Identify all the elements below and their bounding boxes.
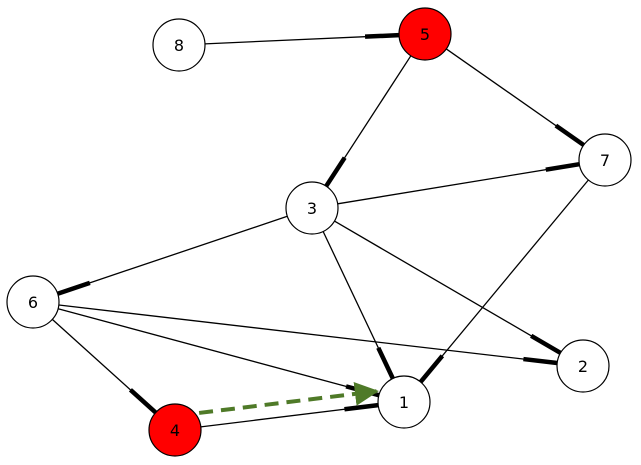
node-label: 3	[307, 199, 317, 218]
edge-3-7	[337, 161, 580, 205]
node-2[interactable]: 2	[556, 339, 610, 393]
edge-endpoint-marker	[418, 354, 445, 384]
edge-5-7	[445, 48, 585, 147]
nodes-layer: 1 2 3 4 5 6 7 8	[6, 7, 632, 457]
node-3[interactable]: 3	[285, 181, 339, 235]
node-label: 2	[578, 357, 588, 376]
edge-endpoint-marker	[344, 402, 379, 412]
edge-endpoint-marker	[554, 123, 585, 147]
edge-endpoint-marker	[376, 346, 395, 380]
edge-endpoint-marker	[523, 356, 558, 366]
node-8[interactable]: 8	[152, 18, 206, 72]
edge-7-1	[418, 179, 589, 384]
edge-endpoint-marker	[530, 333, 562, 355]
node-circle	[556, 339, 610, 393]
edges-layer	[51, 32, 589, 428]
edge-endpoint-marker	[364, 32, 400, 39]
node-6[interactable]: 6	[6, 275, 60, 329]
node-circle	[398, 7, 452, 61]
node-label: 5	[420, 25, 430, 44]
edge-6-1	[57, 308, 380, 398]
node-label: 4	[170, 421, 180, 440]
node-7[interactable]: 7	[578, 133, 632, 187]
node-label: 7	[600, 151, 610, 170]
node-5[interactable]: 5	[398, 7, 452, 61]
node-circle	[152, 18, 206, 72]
node-1[interactable]: 1	[377, 375, 431, 429]
edge-6-2	[58, 304, 558, 366]
node-circle	[578, 133, 632, 187]
highlighted-path-layer	[198, 381, 379, 415]
node-circle	[148, 403, 202, 457]
node-label: 6	[28, 293, 38, 312]
edge-endpoint-marker	[56, 280, 91, 296]
node-label: 1	[399, 393, 409, 412]
node-circle	[6, 275, 60, 329]
edge-4-1	[200, 402, 379, 428]
edge-endpoint-marker	[324, 156, 347, 188]
edge-5-3	[324, 55, 412, 188]
edge-3-1	[322, 231, 395, 380]
node-label: 8	[174, 36, 184, 55]
directed-path-arrow-4-1	[198, 381, 379, 415]
node-circle	[377, 375, 431, 429]
edge-6-4	[51, 318, 158, 415]
edge-8-5	[204, 32, 400, 45]
node-circle	[285, 181, 339, 235]
edge-endpoint-marker	[545, 161, 580, 172]
edge-3-6	[56, 215, 288, 296]
node-4[interactable]: 4	[148, 403, 202, 457]
edge-endpoint-marker	[128, 388, 158, 415]
edge-3-2	[334, 220, 562, 355]
